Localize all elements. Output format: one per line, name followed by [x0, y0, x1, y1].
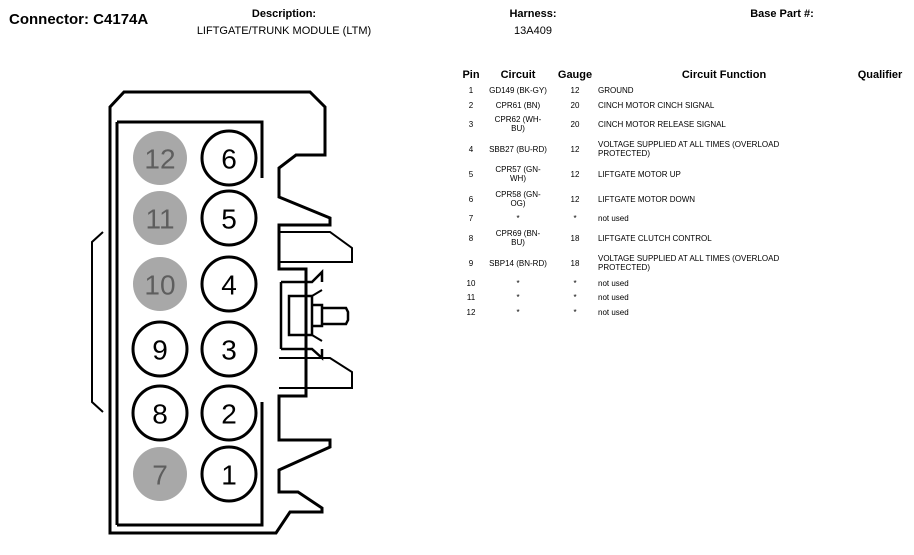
pin-12-label: 12	[144, 144, 175, 175]
gauge-cell: 18	[570, 234, 580, 243]
pin-7-circle	[133, 447, 187, 501]
gauge-cell: 12	[570, 86, 580, 95]
pin-cell: 11	[466, 293, 476, 302]
gauge-cell: 12	[570, 145, 580, 154]
col-header-circuit-function: Circuit Function	[681, 69, 767, 81]
pin-cell: 8	[468, 234, 474, 243]
function-cell: LIFTGATE MOTOR DOWN	[598, 195, 696, 204]
circuit-cell: SBB27 (BU-RD)	[489, 145, 547, 154]
function-cell: CINCH MOTOR CINCH SIGNAL	[598, 101, 715, 110]
function-cell: not used	[598, 293, 629, 302]
pin-grid: 12 6 11 5 10 4 9 3 8 2 7 1	[131, 129, 258, 503]
pin-5-label: 5	[221, 204, 237, 235]
function-cell: not used	[598, 308, 629, 317]
circuit-cell: *	[516, 293, 520, 302]
function-cell: not used	[598, 214, 629, 223]
pin-11-circle	[133, 191, 187, 245]
circuit-cell: *	[516, 308, 520, 317]
pin-10-circle	[133, 257, 187, 311]
pin-9-label: 9	[152, 335, 168, 366]
function-cell: VOLTAGE SUPPLIED AT ALL TIMES (OVERLOAD …	[598, 140, 780, 158]
pin-9-circle	[131, 320, 189, 378]
pin-cell: 2	[468, 101, 474, 110]
circuit-cell: *	[516, 214, 520, 223]
pin-6-label: 6	[221, 144, 237, 175]
circuit-cell: CPR69 (BN-BU)	[495, 229, 541, 247]
connector-title: Connector: C4174A	[9, 11, 148, 28]
pin-cell: 3	[468, 120, 474, 129]
base-part-label: Base Part #:	[750, 8, 814, 20]
gauge-cell: 20	[570, 120, 580, 129]
pin-6-circle	[200, 129, 258, 187]
pin-5-circle	[200, 189, 258, 247]
gauge-cell: *	[573, 279, 577, 288]
pin-2-circle	[200, 384, 258, 442]
pin-cell: 7	[468, 214, 474, 223]
circuit-cell: SBP14 (BN-RD)	[489, 259, 547, 268]
pin-3-label: 3	[221, 335, 237, 366]
function-cell: CINCH MOTOR RELEASE SIGNAL	[598, 120, 726, 129]
gauge-cell: *	[573, 214, 577, 223]
harness-label: Harness:	[509, 8, 557, 20]
circuit-cell: CPR58 (GN-OG)	[495, 190, 541, 208]
pin-4-circle	[200, 255, 258, 313]
pin-8-label: 8	[152, 399, 168, 430]
pin-10-label: 10	[144, 270, 175, 301]
function-cell: LIFTGATE CLUTCH CONTROL	[598, 234, 712, 243]
gauge-cell: *	[573, 293, 577, 302]
pin-8-circle	[131, 384, 189, 442]
col-header-gauge: Gauge	[557, 69, 593, 81]
function-cell: not used	[598, 279, 629, 288]
pin-cell: 5	[468, 170, 474, 179]
circuit-cell: CPR62 (WH-BU)	[494, 115, 542, 133]
pin-7-label: 7	[152, 460, 168, 491]
pin-cell: 9	[468, 259, 474, 268]
col-header-pin: Pin	[462, 69, 480, 81]
pin-2-label: 2	[221, 399, 237, 430]
function-cell: VOLTAGE SUPPLIED AT ALL TIMES (OVERLOAD …	[598, 254, 780, 272]
pin-1-circle	[200, 445, 258, 503]
gauge-cell: 20	[570, 101, 580, 110]
circuit-cell: CPR57 (GN-WH)	[495, 165, 541, 183]
description-value: LIFTGATE/TRUNK MODULE (LTM)	[196, 25, 372, 37]
function-cell: LIFTGATE MOTOR UP	[598, 170, 681, 179]
pin-cell: 1	[468, 86, 474, 95]
pin-cell: 12	[466, 308, 476, 317]
pin-3-circle	[200, 320, 258, 378]
pin-12-circle	[133, 131, 187, 185]
pin-4-label: 4	[221, 270, 237, 301]
pin-cell: 6	[468, 195, 474, 204]
col-header-qualifier: Qualifier	[857, 69, 903, 81]
connector-id: C4174A	[93, 11, 149, 28]
connector-housing	[91, 90, 353, 535]
connector-label: Connector:	[9, 11, 89, 28]
circuit-cell: CPR61 (BN)	[495, 101, 541, 110]
pin-cell: 10	[466, 279, 476, 288]
circuit-cell: *	[516, 279, 520, 288]
col-header-circuit: Circuit	[500, 69, 536, 81]
harness-value: 13A409	[514, 25, 552, 37]
function-cell: GROUND	[598, 86, 634, 95]
pin-11-label: 11	[145, 204, 174, 235]
description-label: Description:	[251, 8, 317, 20]
gauge-cell: 18	[570, 259, 580, 268]
pin-cell: 4	[468, 145, 474, 154]
circuit-cell: GD149 (BK-GY)	[489, 86, 547, 95]
pin-1-label: 1	[221, 460, 237, 491]
gauge-cell: 12	[570, 170, 580, 179]
gauge-cell: *	[573, 308, 577, 317]
gauge-cell: 12	[570, 195, 580, 204]
